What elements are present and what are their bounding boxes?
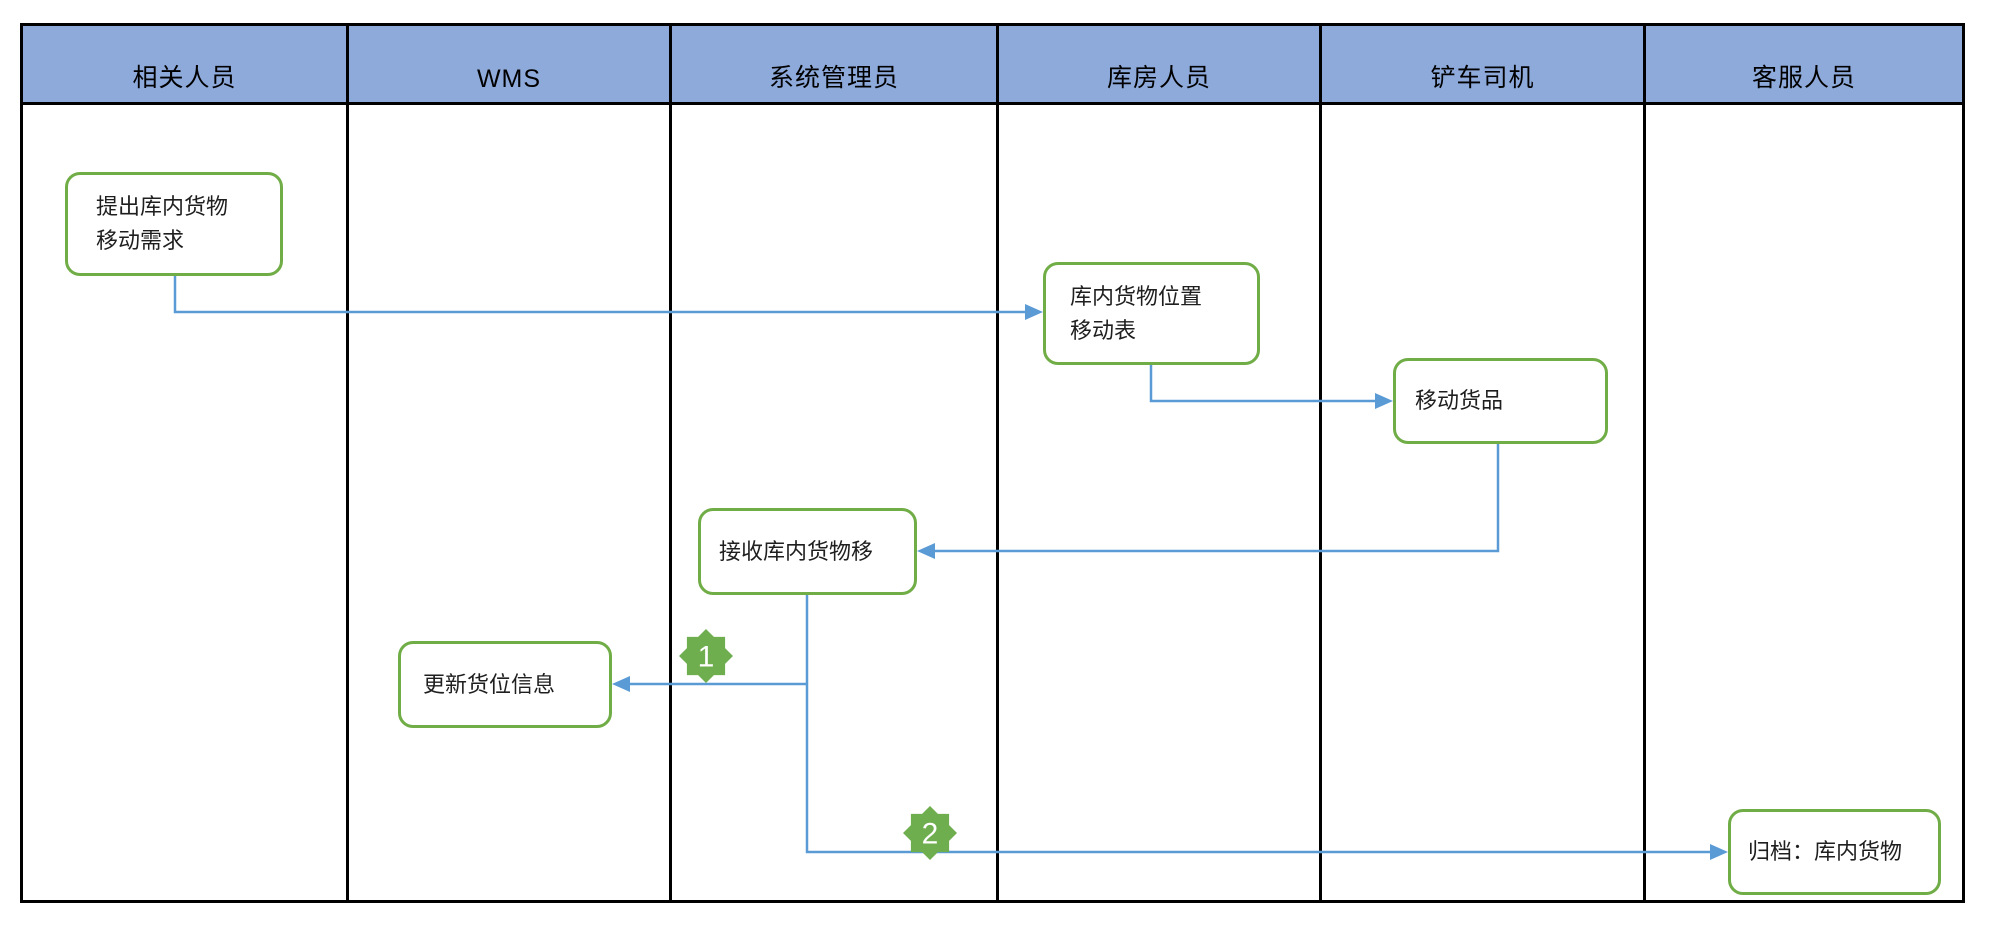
node-label: 提出库内货物移动需求 <box>96 194 229 253</box>
node-label: 移动货品 <box>1415 388 1504 413</box>
node-label: 接收库内货物移 <box>719 538 874 564</box>
lane-label-text: 相关人员 <box>132 64 237 92</box>
node-label: 库内货物位置移动表 <box>1070 283 1203 343</box>
node-move-goods: 移动货品 <box>1393 358 1608 444</box>
node-archive-goods: 归档：库内货物 <box>1728 809 1941 895</box>
lane-header-customer-service: 客服人员 <box>1646 26 1962 102</box>
swimlane-table: 相关人员 WMS 系统管理员 库房人员 铲车司机 客服人员 <box>20 23 1965 903</box>
node-receive-move: 接收库内货物移 <box>698 508 917 595</box>
lane-label-text: 客服人员 <box>1751 64 1856 92</box>
lane-label-text: 系统管理员 <box>768 64 899 92</box>
lane-divider-1 <box>346 26 349 900</box>
badge-number: 1 <box>698 641 715 674</box>
lane-divider-2 <box>669 26 672 900</box>
lane-divider-5 <box>1643 26 1646 900</box>
lane-label-text: 库房人员 <box>1106 64 1211 92</box>
lane-header-related-personnel: 相关人员 <box>23 26 346 102</box>
node-label: 归档：库内货物 <box>1748 839 1903 864</box>
star-icon <box>903 806 957 860</box>
lane-label-text: WMS <box>476 65 542 93</box>
step-badge-2: 2 <box>903 806 957 860</box>
lane-divider-3 <box>996 26 999 900</box>
step-badge-1: 1 <box>679 629 733 683</box>
node-label: 更新货位信息 <box>423 671 556 697</box>
lane-label-text: 铲车司机 <box>1430 64 1535 92</box>
node-update-location-info: 更新货位信息 <box>398 641 612 728</box>
lane-divider-4 <box>1319 26 1322 900</box>
lane-header-system-admin: 系统管理员 <box>672 26 996 102</box>
lane-header-warehouse-staff: 库房人员 <box>999 26 1319 102</box>
lane-header-wms: WMS <box>349 26 669 102</box>
node-move-location-table: 库内货物位置移动表 <box>1043 262 1260 365</box>
node-propose-move-request: 提出库内货物移动需求 <box>65 172 283 276</box>
badge-number: 2 <box>922 818 939 851</box>
lane-header-forklift-driver: 铲车司机 <box>1322 26 1643 102</box>
star-icon <box>679 629 733 683</box>
